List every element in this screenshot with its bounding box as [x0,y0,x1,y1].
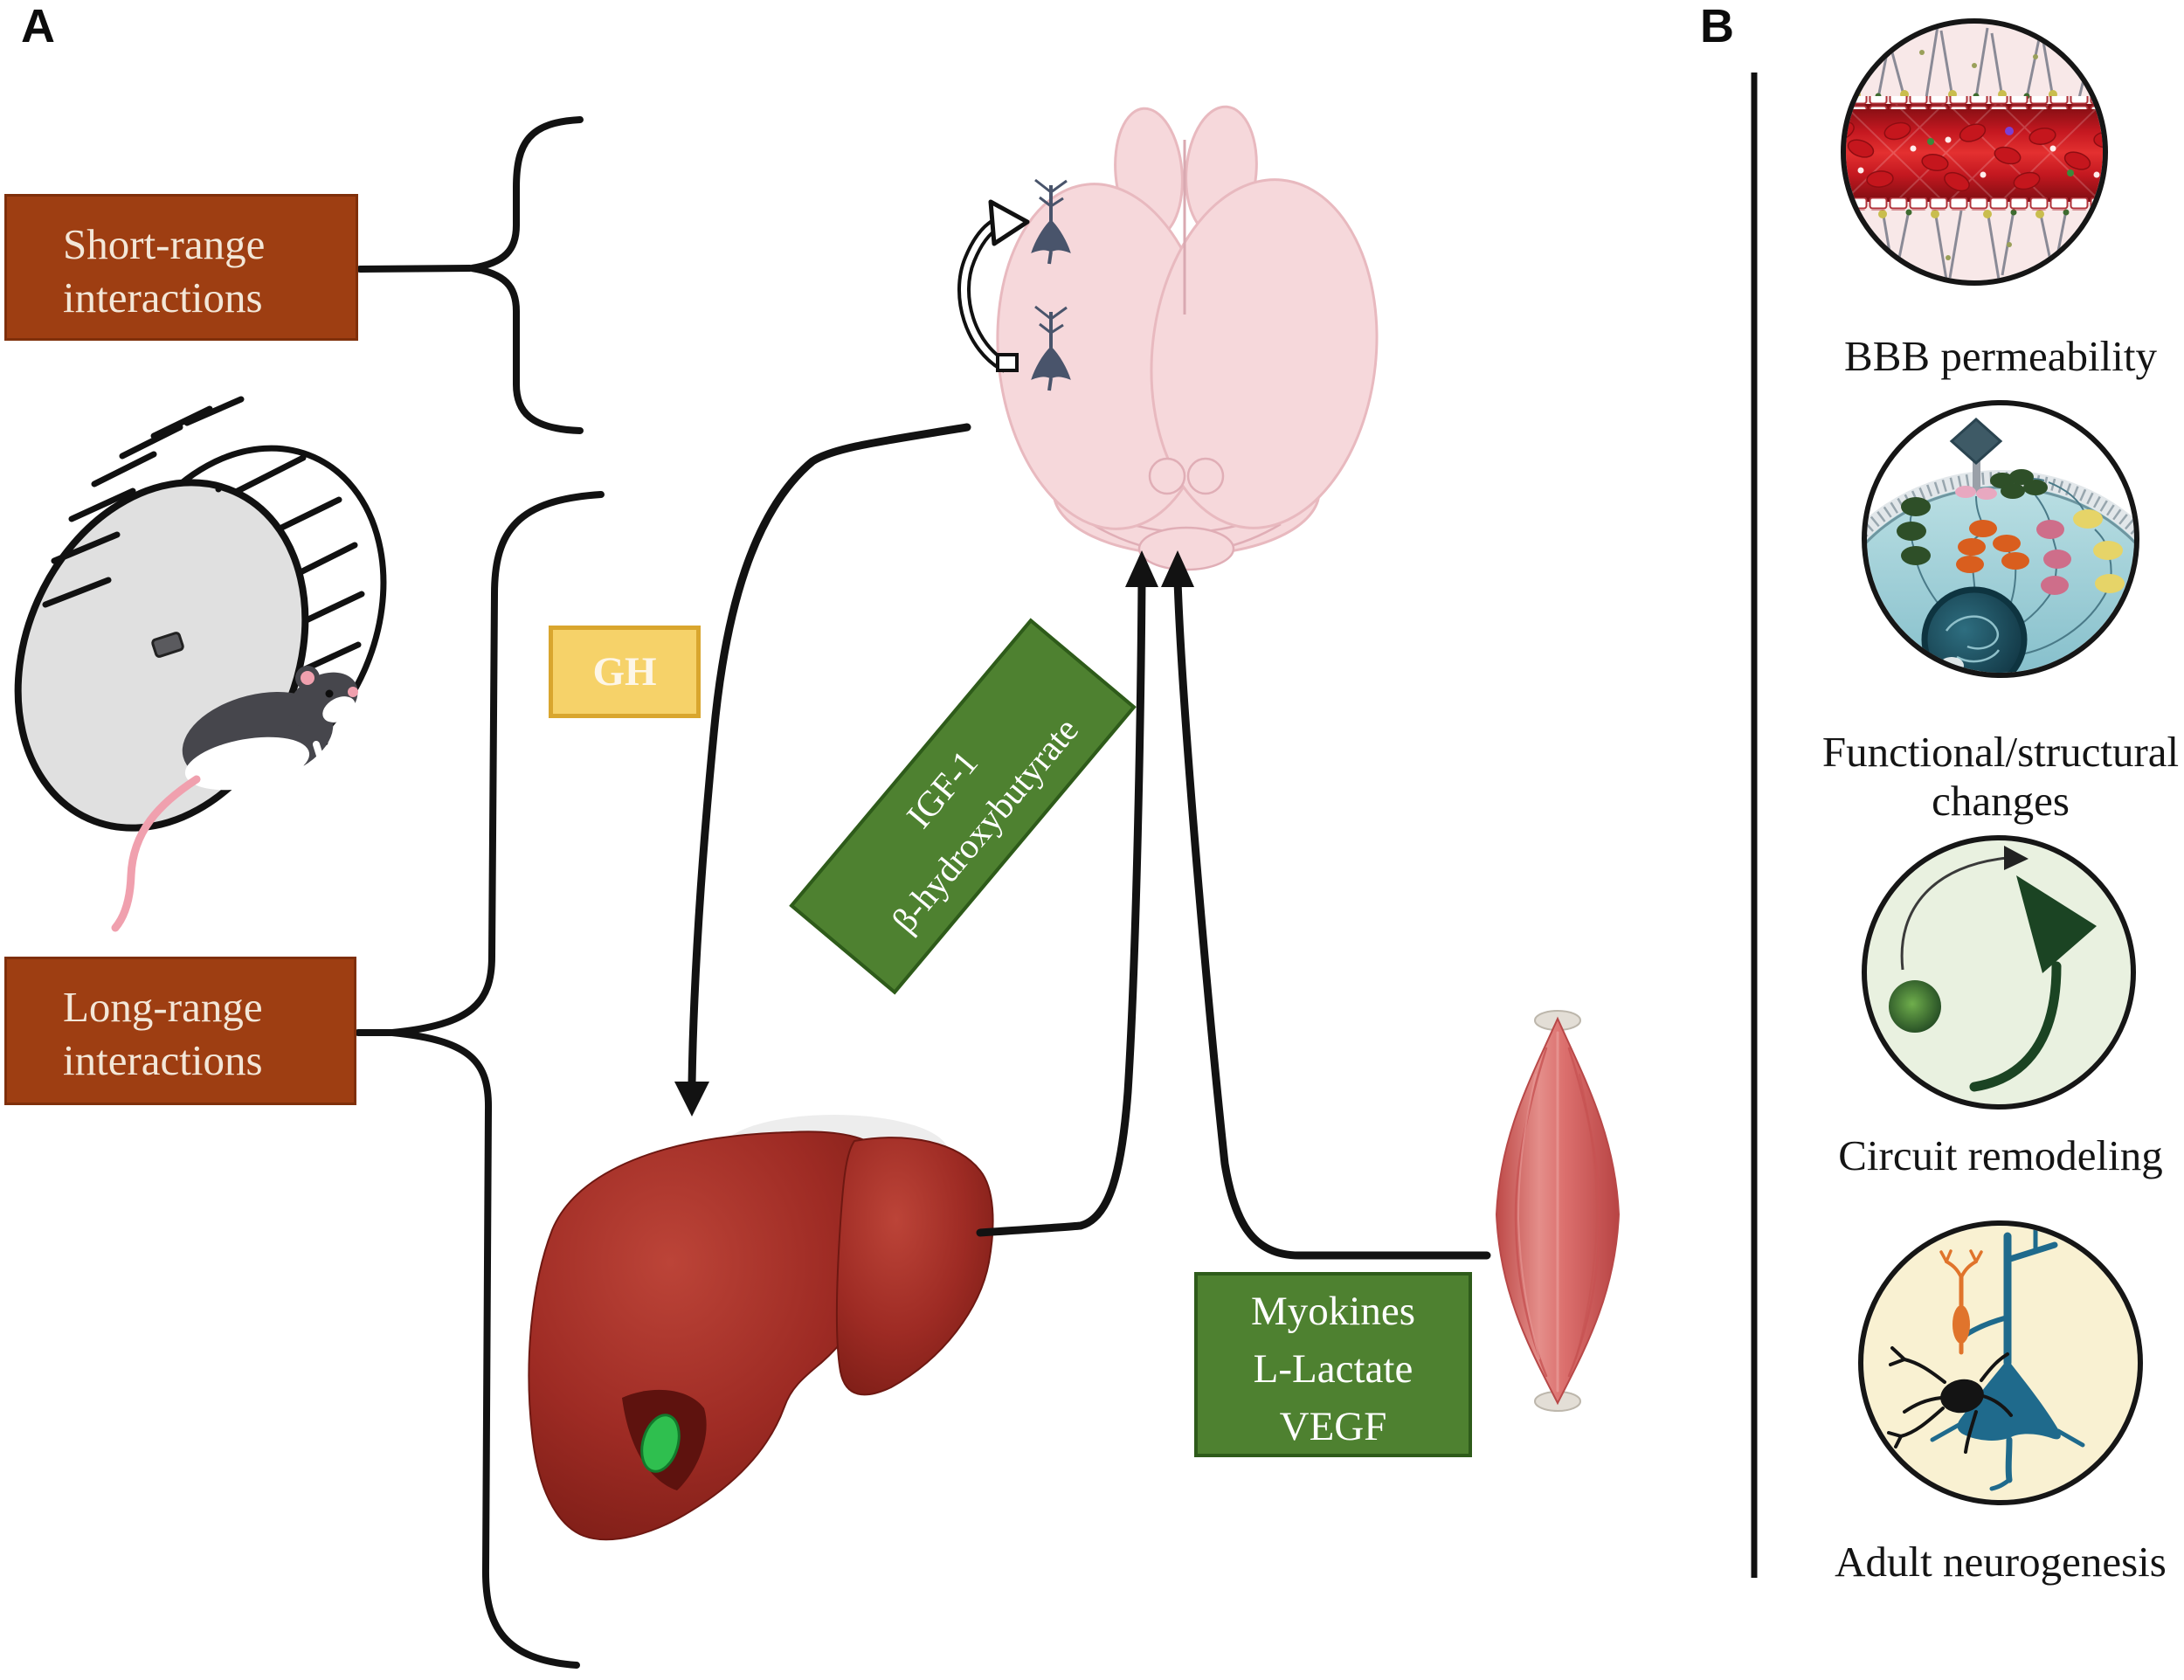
plasticity-arrow-icon [957,199,1030,373]
long-range-brace [355,491,605,1669]
short-range-brace [356,116,584,434]
pyramidal-neuron-icon [1031,178,1071,265]
myokines-line2: L-Lactate [1253,1346,1413,1392]
muscle-to-brain-arrow [1161,550,1491,1260]
skeletal-muscle-icon [1495,1010,1621,1412]
rodent-brain-icon [957,105,1379,571]
short-range-line1: Short-range [63,220,266,268]
panel-b-letter: B [1700,0,1734,52]
myokines-line3: VEGF [1279,1404,1387,1449]
myokines-line1: Myokines [1251,1289,1415,1334]
liver-icon [528,1115,994,1541]
functional-structural-line2: changes [1932,777,2070,825]
long-range-line2: interactions [63,1036,263,1084]
gh-arrow [674,423,971,1117]
cell-signaling-icon [1862,400,2139,678]
functional-structural-line1: Functional/structural [1821,728,2180,776]
circuit-remodeling-icon [1862,835,2136,1110]
panel-a-letter: A [21,0,55,52]
gh-label-box: GH [549,626,701,718]
long-range-line1: Long-range [63,983,263,1031]
short-range-interactions-box: Short-range interactions [4,194,358,341]
gallbladder-icon [640,1414,681,1473]
short-range-line2: interactions [63,273,263,321]
pyramidal-neuron-icon [1031,305,1071,391]
functional-structural-label: Functional/structural changes [1800,728,2184,826]
circuit-remodeling-label: Circuit remodeling [1838,1131,2163,1179]
long-range-interactions-box: Long-range interactions [4,957,356,1105]
bbb-permeability-label: BBB permeability [1844,332,2157,380]
adult-neurogenesis-label: Adult neurogenesis [1835,1538,2167,1586]
myokines-label-box: Myokines L-Lactate VEGF [1194,1272,1472,1457]
adult-neurogenesis-icon [1858,1220,2143,1505]
liver-to-brain-arrow [976,550,1158,1237]
gh-label: GH [592,649,657,695]
mouse-running-wheel-icon [14,396,387,932]
bbb-vessel-icon [1841,18,2108,286]
